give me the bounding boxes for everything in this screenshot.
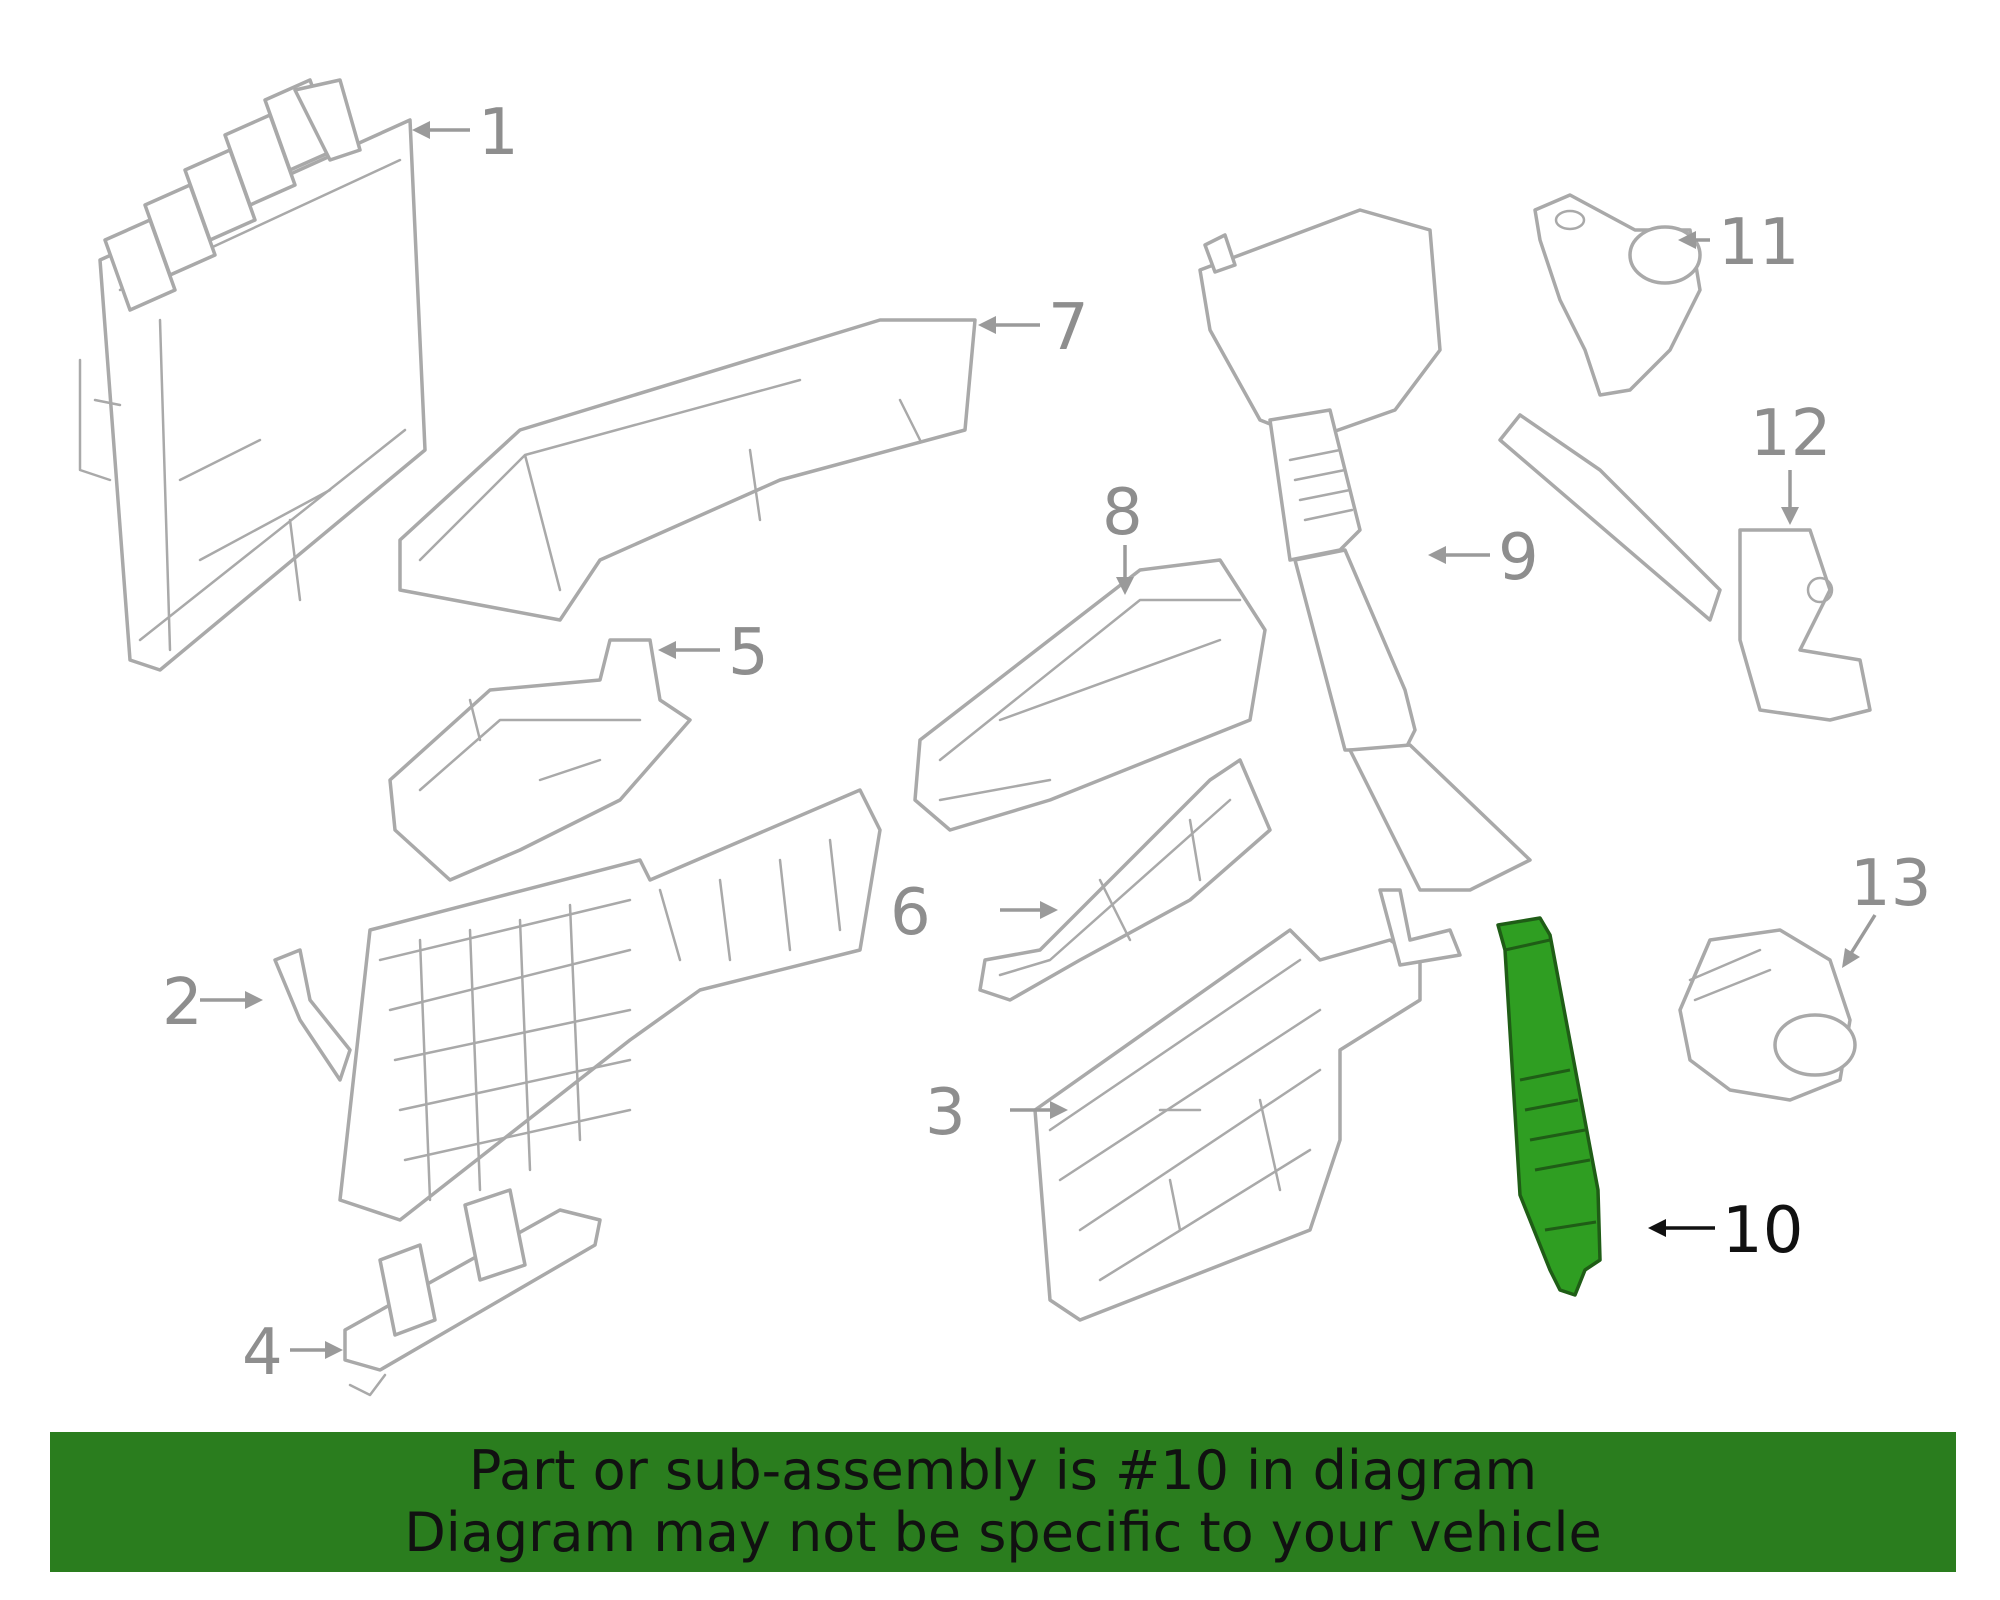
part-2-fuse-relay-box[interactable] (273, 788, 882, 1222)
callout-1: 1 (478, 96, 519, 170)
part-13-cap[interactable] (1678, 928, 1857, 1102)
part-6-bracket[interactable] (978, 758, 1272, 1002)
callout-11: 11 (1718, 206, 1799, 280)
part-1-ecu-module[interactable] (78, 78, 427, 672)
callout-labels: 1 2 3 4 5 6 7 8 9 10 11 12 13 (162, 96, 1931, 1390)
part-9-ignition-coil[interactable] (1198, 208, 1532, 892)
part-7-upper-cover[interactable] (398, 318, 977, 622)
callout-2: 2 (162, 966, 203, 1040)
part-11-sensor[interactable] (1533, 193, 1702, 397)
part-10-spark-plug[interactable] (1496, 916, 1602, 1297)
info-banner: Part or sub-assembly is #10 in diagram D… (50, 1432, 1956, 1572)
leader-lines (200, 121, 1877, 1359)
banner-line-2: Diagram may not be specific to your vehi… (404, 1501, 1602, 1564)
callout-7: 7 (1048, 291, 1089, 365)
callout-6: 6 (890, 876, 931, 950)
callout-10: 10 (1722, 1194, 1803, 1268)
callout-4: 4 (242, 1316, 283, 1390)
banner-line-1: Part or sub-assembly is #10 in diagram (468, 1439, 1538, 1502)
callout-3: 3 (925, 1076, 966, 1150)
part-12-sensor-probe[interactable] (1498, 413, 1872, 722)
callout-9: 9 (1498, 521, 1539, 595)
callout-5: 5 (728, 616, 769, 690)
callout-8: 8 (1102, 476, 1143, 550)
callout-12: 12 (1750, 397, 1831, 471)
part-8-cover[interactable] (913, 558, 1267, 832)
callout-13: 13 (1850, 847, 1931, 921)
part-5-bracket[interactable] (388, 638, 692, 882)
part-3-control-module[interactable] (1033, 888, 1462, 1322)
part-4-connector-strip[interactable] (343, 1188, 602, 1397)
